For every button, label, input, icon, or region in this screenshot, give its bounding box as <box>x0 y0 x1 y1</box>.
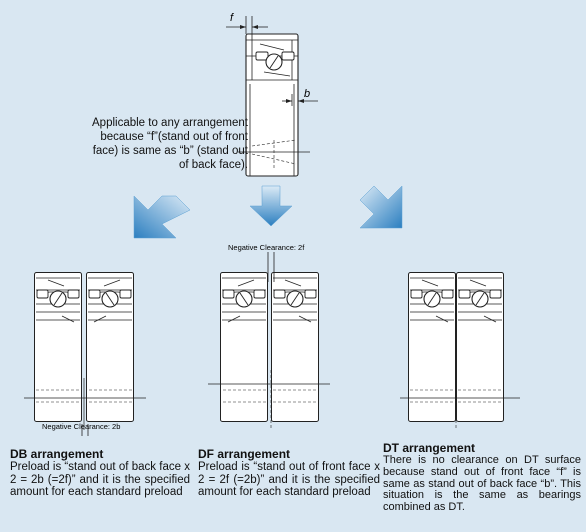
df-bearing-pair: Negative Clearance: 2f <box>208 243 330 430</box>
df-caption-title: DF arrangement <box>198 447 291 461</box>
db-caption: DB arrangement Preload is “stand out of … <box>10 447 190 499</box>
top-bearing: f b <box>226 12 318 177</box>
db-bearing-pair: Negative Clearance: 2b <box>24 271 146 436</box>
dimension-label-b: b <box>304 88 310 100</box>
applicable-note: Applicable to any arrangement because “f… <box>92 117 248 171</box>
arrow-down-left-icon <box>133 195 191 239</box>
dt-caption-body: There is no clearance on DT surface beca… <box>383 454 581 514</box>
df-caption: DF arrangement Preload is “stand out of … <box>198 447 380 499</box>
dimension-label-f: f <box>230 12 234 24</box>
db-caption-title: DB arrangement <box>10 447 104 461</box>
dt-caption-title: DT arrangement <box>383 441 476 455</box>
dt-bearing-pair <box>400 271 520 430</box>
df-clearance-label: Negative Clearance: 2f <box>228 243 305 252</box>
dt-caption: DT arrangement There is no clearance on … <box>383 441 581 514</box>
db-caption-body: Preload is “stand out of back face x 2 =… <box>10 461 190 498</box>
db-clearance-label: Negative Clearance: 2b <box>42 422 120 431</box>
arrow-down-icon <box>249 185 293 227</box>
arrow-down-right-icon <box>359 185 403 229</box>
df-caption-body: Preload is “stand out of front face x 2 … <box>198 461 380 498</box>
